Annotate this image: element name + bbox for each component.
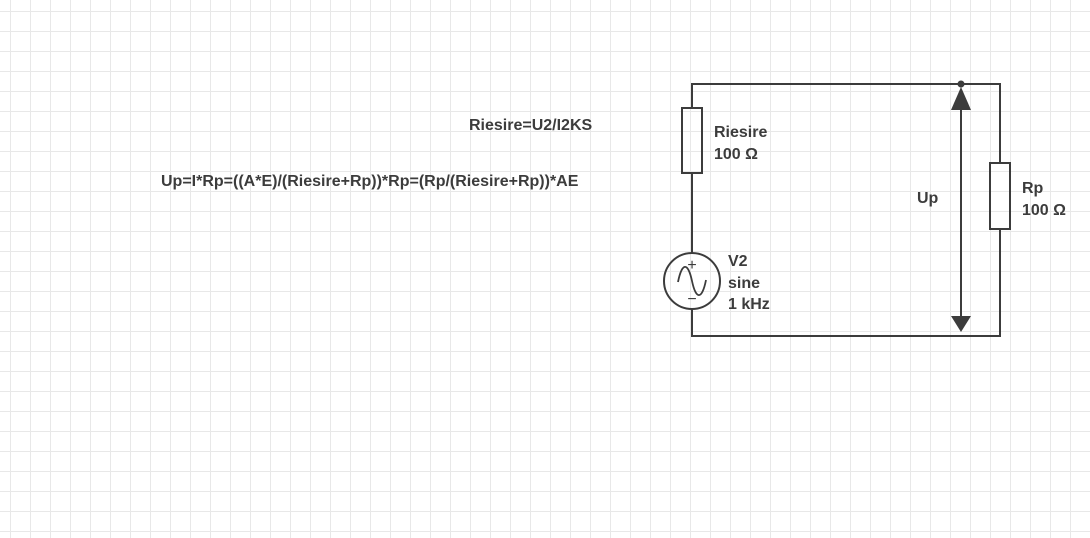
source-plus-sign: +	[687, 257, 696, 274]
resistor-rp[interactable]	[989, 162, 1011, 230]
source-type-label: sine	[728, 275, 761, 292]
rp-value-label: 100 Ω	[1022, 202, 1066, 219]
top-wire[interactable]	[691, 83, 1001, 163]
sine-source-symbol[interactable]	[663, 252, 721, 310]
riesire-name-label: Riesire	[714, 124, 768, 141]
up-voltage-label: Up	[917, 190, 939, 207]
formula-riesire: Riesire=U2/I2KS	[469, 117, 593, 134]
bottom-wire[interactable]	[691, 229, 1001, 337]
arrow-head-down-icon	[951, 316, 971, 332]
arrow-head-up-icon	[951, 87, 971, 110]
formula-up: Up=I*Rp=((A*E)/(Riesire+Rp))*Rp=(Rp/(Rie…	[161, 173, 579, 190]
source-name-label: V2	[728, 253, 748, 270]
source-minus-sign: −	[687, 291, 696, 308]
rp-name-label: Rp	[1022, 180, 1044, 197]
source-frequency-label: 1 kHz	[728, 296, 770, 313]
sine-wave-icon	[677, 265, 707, 297]
junction-dot	[957, 80, 965, 88]
resistor-riesire[interactable]	[681, 107, 703, 174]
riesire-value-label: 100 Ω	[714, 146, 758, 163]
